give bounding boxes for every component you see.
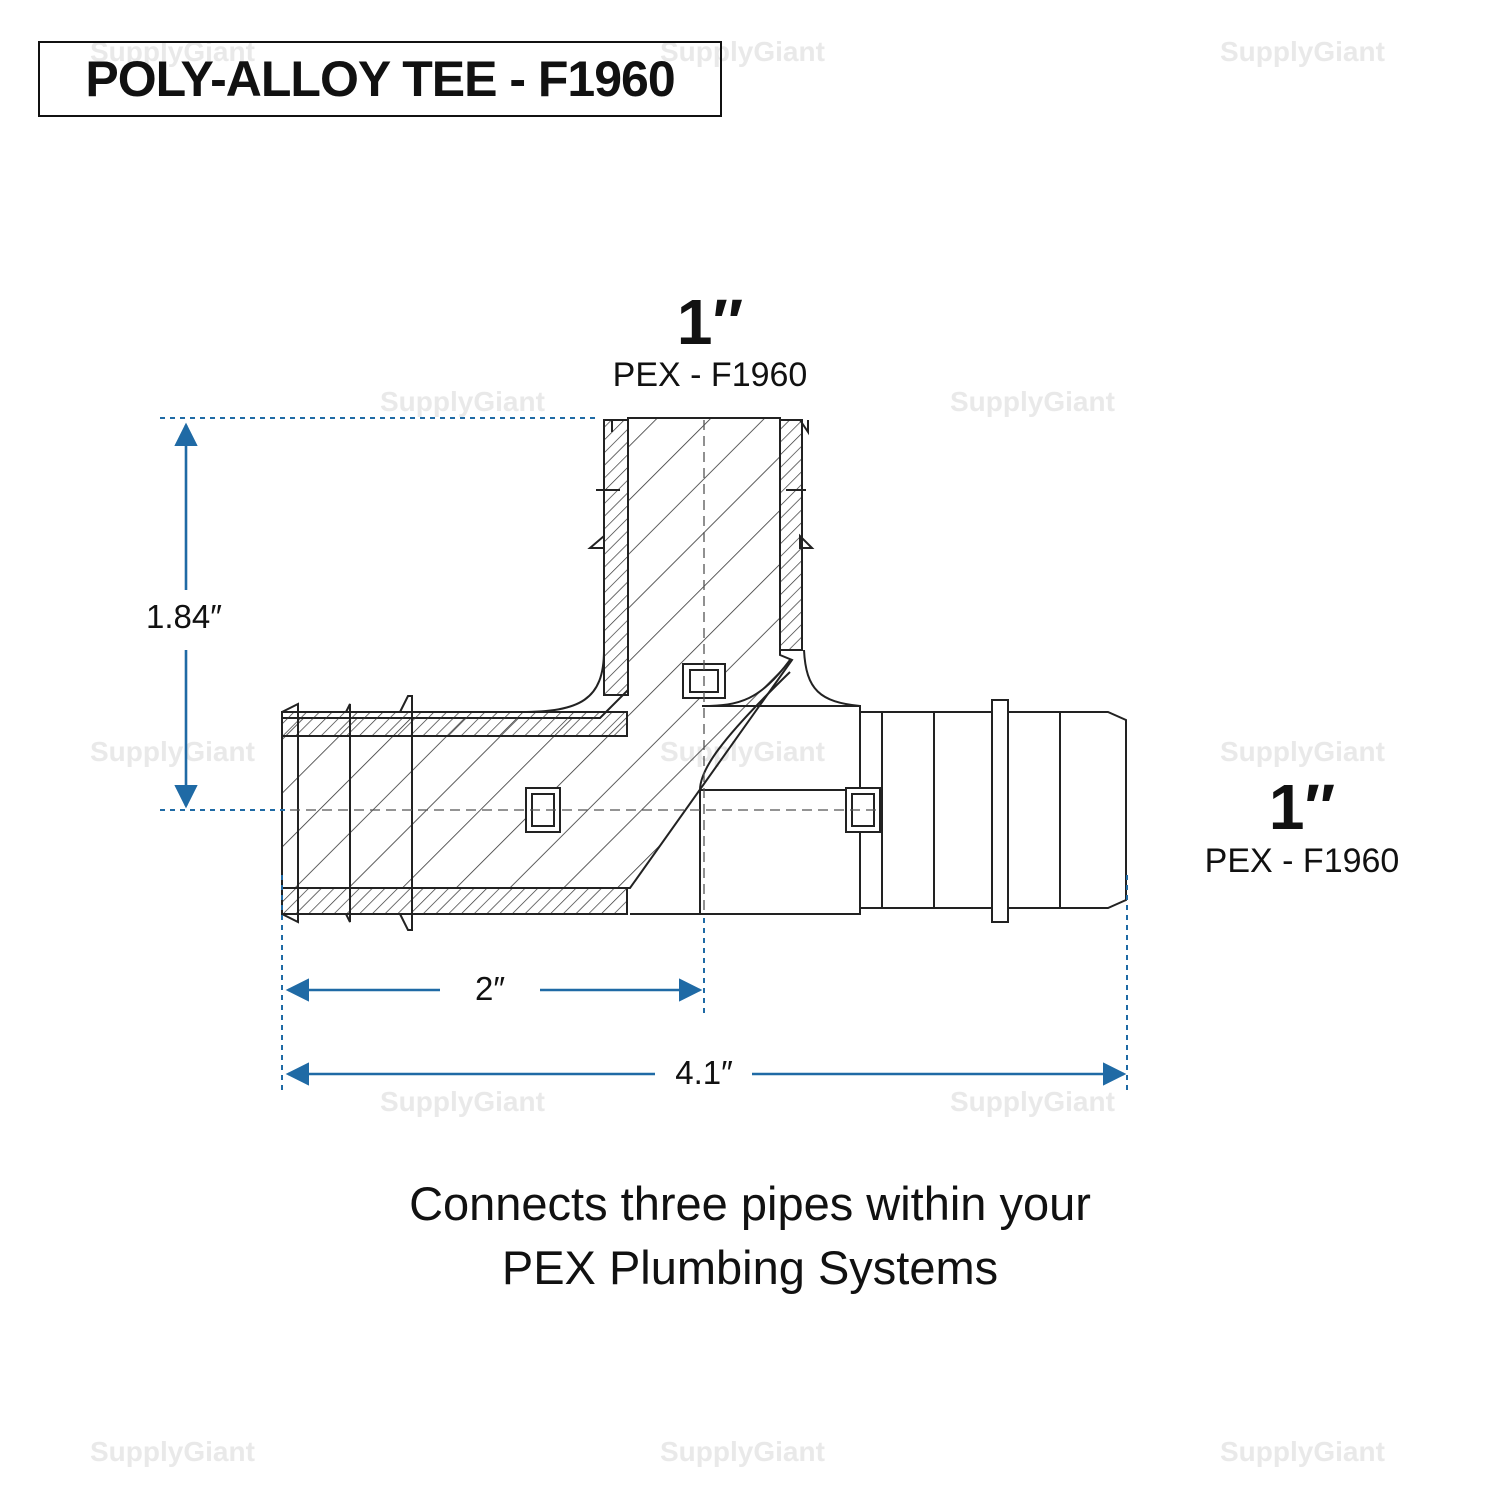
title-box: POLY-ALLOY TEE - F1960 bbox=[38, 41, 722, 117]
watermark: SupplyGiant bbox=[1220, 36, 1385, 67]
page-title: POLY-ALLOY TEE - F1960 bbox=[85, 51, 675, 107]
reference-lines bbox=[160, 417, 1128, 1095]
watermark: SupplyGiant bbox=[90, 1436, 255, 1467]
center-lines bbox=[290, 420, 880, 910]
side-port-size: 1″ bbox=[1268, 771, 1336, 843]
watermark: SupplyGiant bbox=[950, 386, 1115, 417]
watermark: SupplyGiant bbox=[380, 386, 545, 417]
length-dimension: 4.1″ bbox=[669, 1054, 739, 1092]
center-dimension: 2″ bbox=[468, 970, 512, 1008]
caption-line-1: Connects three pipes within your bbox=[409, 1177, 1091, 1230]
dimension-arrows bbox=[174, 422, 1127, 1086]
watermark: SupplyGiant bbox=[660, 1436, 825, 1467]
caption-line-2: PEX Plumbing Systems bbox=[501, 1241, 999, 1294]
top-port-size: 1″ bbox=[676, 286, 744, 358]
watermark: SupplyGiant bbox=[1220, 1436, 1385, 1467]
watermark: SupplyGiant bbox=[380, 1086, 545, 1117]
side-port-type: PEX - F1960 bbox=[1204, 842, 1400, 880]
watermark: SupplyGiant bbox=[950, 1086, 1115, 1117]
watermark: SupplyGiant bbox=[90, 736, 255, 767]
watermark: SupplyGiant bbox=[1220, 736, 1385, 767]
caption: Connects three pipes within your PEX Plu… bbox=[0, 1172, 1500, 1300]
top-port-type: PEX - F1960 bbox=[612, 356, 808, 394]
tee-section-body bbox=[281, 417, 1127, 931]
height-dimension: 1.84″ bbox=[140, 598, 228, 636]
